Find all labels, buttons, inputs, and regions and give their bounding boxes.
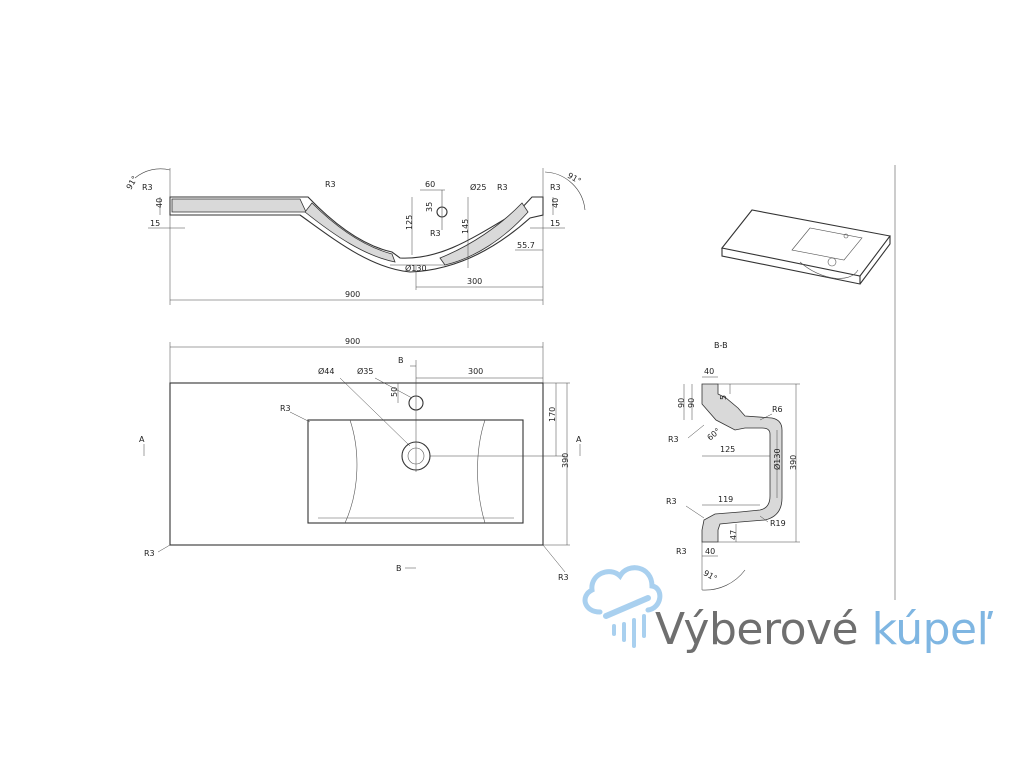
iso-preview <box>721 209 891 285</box>
iso-drain <box>827 257 837 267</box>
label-d125: 125 <box>405 215 414 230</box>
label-r3-bl: R3 <box>144 549 155 558</box>
label-sec-r6: R6 <box>772 405 783 414</box>
cloud-shape <box>582 565 663 615</box>
leader-dia35 <box>374 377 413 399</box>
iso-slab <box>721 209 891 277</box>
label-side-900: 900 <box>345 290 360 299</box>
label-d50: 50 <box>390 387 399 397</box>
label-angle-left: 91° <box>125 174 140 191</box>
label-d35: 35 <box>425 202 434 212</box>
label-d170: 170 <box>548 407 557 422</box>
angle-arc-left <box>134 168 171 179</box>
label-d15-left: 15 <box>150 219 160 228</box>
label-dia130: Ø130 <box>405 263 427 273</box>
iso-basin-bottom <box>799 261 859 279</box>
logo-word-1: Výberové <box>655 604 859 655</box>
label-r3-br: R3 <box>558 573 569 582</box>
logo-wordmark: Výberové kúpeľ <box>655 604 993 655</box>
sec-leader-r6 <box>759 413 773 421</box>
iso-slab-side <box>859 236 891 285</box>
label-sec-130: Ø130 <box>772 448 782 470</box>
side-view-hatch-left <box>171 198 307 213</box>
sec-leader-r3a <box>687 424 705 439</box>
iso-slab-front <box>721 248 861 285</box>
shower-drops <box>612 614 646 648</box>
label-r3-inner: R3 <box>280 404 291 413</box>
label-d40-left: 40 <box>155 198 164 208</box>
label-d390: 390 <box>561 453 570 468</box>
label-sec-40-top: 40 <box>704 367 714 376</box>
side-view-hatch-right <box>439 202 529 266</box>
label-sec-r3c: R3 <box>676 547 687 556</box>
leader-r3-br <box>542 544 566 573</box>
label-dia44: Ø44 <box>318 366 334 376</box>
leader-r3-bl <box>157 544 171 553</box>
label-sec-125: 125 <box>720 445 735 454</box>
top-view-basin-curve-right <box>477 419 486 524</box>
label-sec-r3b: R3 <box>666 497 677 506</box>
shower-head <box>603 595 651 619</box>
label-sec-90b: 90 <box>687 398 696 408</box>
label-r3-right-b: R3 <box>550 183 561 192</box>
label-angle-right: 91° <box>566 171 583 186</box>
top-view-basin <box>307 419 524 524</box>
label-r3-mid: R3 <box>325 180 336 189</box>
iso-basin <box>791 227 863 261</box>
label-section-title: B-B <box>714 341 728 350</box>
sec-leader-r3b <box>685 505 705 519</box>
label-sec-40-bottom: 40 <box>705 547 715 556</box>
section-view: B-B 40 90 90 5 R6 R3 60° 125 Ø130 390 11… <box>666 341 800 591</box>
label-sec-90a: 90 <box>677 398 686 408</box>
label-sec-119: 119 <box>718 495 733 504</box>
label-sec-91: 91° <box>702 568 719 583</box>
label-sec-r3a: R3 <box>668 435 679 444</box>
label-d145: 145 <box>461 219 470 234</box>
label-d557: 55.7 <box>517 241 535 250</box>
label-sec-47: 47 <box>729 530 738 540</box>
iso-tap-hole <box>843 233 849 239</box>
angle-arc-right <box>544 171 586 211</box>
sec-angle-arc <box>701 569 746 591</box>
logo-word-2: kúpeľ <box>871 604 994 655</box>
shower-cloud-icon <box>582 565 663 648</box>
label-sec-390: 390 <box>789 455 798 470</box>
label-sec-5: 5 <box>719 395 728 400</box>
label-b-top: B <box>398 356 404 365</box>
side-view-hatch-bowl <box>304 202 396 263</box>
label-a-left: A <box>139 435 145 444</box>
label-dia25: Ø25 <box>470 182 486 192</box>
label-sec-r19: R19 <box>770 519 786 528</box>
leader-dia44 <box>339 377 411 447</box>
sec-leader-r19 <box>759 515 769 523</box>
label-b-bottom: B <box>396 564 402 573</box>
label-sec-60: 60° <box>705 426 722 442</box>
label-top-300: 300 <box>468 367 483 376</box>
label-d60: 60 <box>425 180 435 189</box>
label-dia35: Ø35 <box>357 366 373 376</box>
leader-r3-inner <box>289 411 311 423</box>
label-a-right: A <box>576 435 582 444</box>
top-view-outline <box>169 382 544 546</box>
label-r3-left: R3 <box>142 183 153 192</box>
label-r3-bowl: R3 <box>430 229 441 238</box>
label-d40-right: 40 <box>551 198 560 208</box>
section-profile <box>701 383 783 543</box>
label-d15-right: 15 <box>550 219 560 228</box>
top-view: 900 B B Ø44 Ø35 300 50 R3 170 390 A A R3… <box>139 337 582 582</box>
label-top-900: 900 <box>345 337 360 346</box>
top-view-basin-curve-left <box>344 419 358 524</box>
side-view: 91° 91° R3 R3 R3 R3 R3 40 15 40 15 60 35… <box>125 168 586 305</box>
label-r3-right-a: R3 <box>497 183 508 192</box>
label-side-300: 300 <box>467 277 482 286</box>
